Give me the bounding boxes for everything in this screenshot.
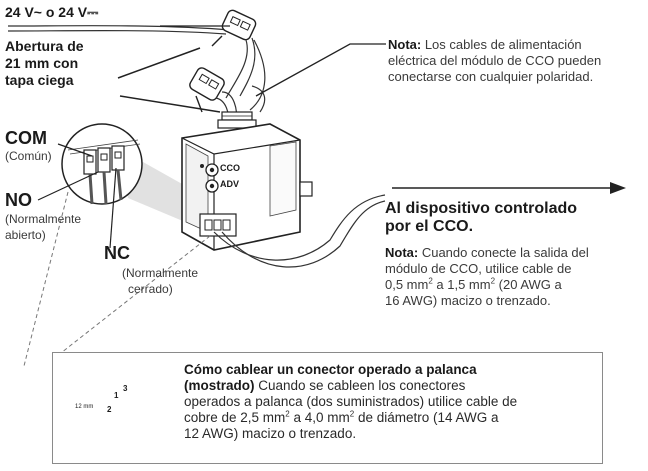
lever-line-4: cobre de 2,5 mm2 a 4,0 mm2 de diámetro (… — [184, 409, 499, 425]
device-title-line-1: Al dispositivo controlado — [385, 200, 578, 217]
lever-line-3: operados a palanca (dos suministrados) u… — [184, 394, 518, 409]
step-2-label: 2 — [107, 405, 112, 414]
nc-label: NC — [104, 243, 130, 263]
no-label: NO — [5, 190, 32, 210]
leader-com — [57, 143, 93, 157]
no-desc-line-2: abierto) — [5, 228, 46, 242]
device-note: Nota: Cuando conecte la salida del módul… — [385, 245, 589, 309]
cco-led-label: CCO — [220, 163, 240, 173]
leader-knockout-2 — [119, 95, 221, 113]
knockout-label-line-2: 21 mm con — [5, 55, 79, 71]
leader-no — [37, 171, 99, 201]
polarity-note-line-2: eléctrica del módulo de CCO pueden — [388, 53, 602, 68]
com-label: COM — [5, 128, 47, 148]
cco-module-box — [181, 123, 313, 251]
lever-connector-middle — [189, 67, 225, 113]
step-1-label: 1 — [114, 391, 119, 400]
leader-knockout — [117, 47, 201, 79]
device-note-bold: Nota: — [385, 245, 419, 260]
power-wire — [7, 25, 231, 31]
polarity-note: Nota: Los cables de alimentación eléctri… — [388, 37, 601, 85]
strip-length-label: 12 mm — [75, 404, 94, 410]
polarity-note-line-1: Los cables de alimentación — [421, 37, 582, 52]
lever-line-2: Cuando se cableen los conectores — [254, 378, 466, 393]
power-label: 24 V~ o 24 V⎓ — [5, 4, 99, 20]
leader-nc — [109, 167, 117, 249]
lever-line-5: 12 AWG) macizo o trenzado. — [184, 426, 357, 441]
polarity-note-bold: Nota: — [388, 37, 422, 52]
zoom-dash-right — [51, 235, 211, 361]
knockout-label-line-3: tapa ciega — [5, 72, 74, 88]
lever-connector-top — [211, 9, 257, 47]
zoom-dash-left — [23, 191, 69, 367]
knockout-nipple — [217, 111, 257, 129]
terminal-detail-circle — [61, 123, 143, 205]
no-desc-line-1: (Normalmente — [5, 212, 82, 226]
knockout-label-line-1: Abertura de — [5, 38, 84, 54]
nc-desc-line-1: (Normalmente — [122, 266, 199, 280]
device-title-line-2: por el CCO. — [385, 218, 474, 235]
lever-heading-line-1: Cómo cablear un conector operado a palan… — [184, 362, 477, 377]
adv-led-label: ADV — [220, 179, 240, 189]
device-note-line-2: módulo de CCO, utilice cable de — [385, 261, 572, 276]
lever-heading-line-2: (mostrado) — [184, 378, 255, 393]
polarity-note-line-3: conectarse con cualquier polaridad. — [388, 69, 594, 84]
device-note-line-1: Cuando conecte la salida del — [418, 245, 589, 260]
device-note-line-4: 16 AWG) macizo o trenzado. — [385, 293, 551, 308]
com-desc: (Común) — [5, 149, 52, 163]
lever-connector-text: Cómo cablear un conector operado a palan… — [184, 362, 594, 442]
lever-connector-info-box: 12 mm 1 2 3 Cómo cablear un conector ope… — [52, 352, 603, 464]
nc-desc-line-2: cerrado) — [128, 282, 173, 296]
leader-note — [255, 43, 386, 97]
step-3-label: 3 — [123, 384, 128, 393]
device-note-line-3: 0,5 mm2 a 1,5 mm2 (20 AWG a — [385, 276, 562, 292]
